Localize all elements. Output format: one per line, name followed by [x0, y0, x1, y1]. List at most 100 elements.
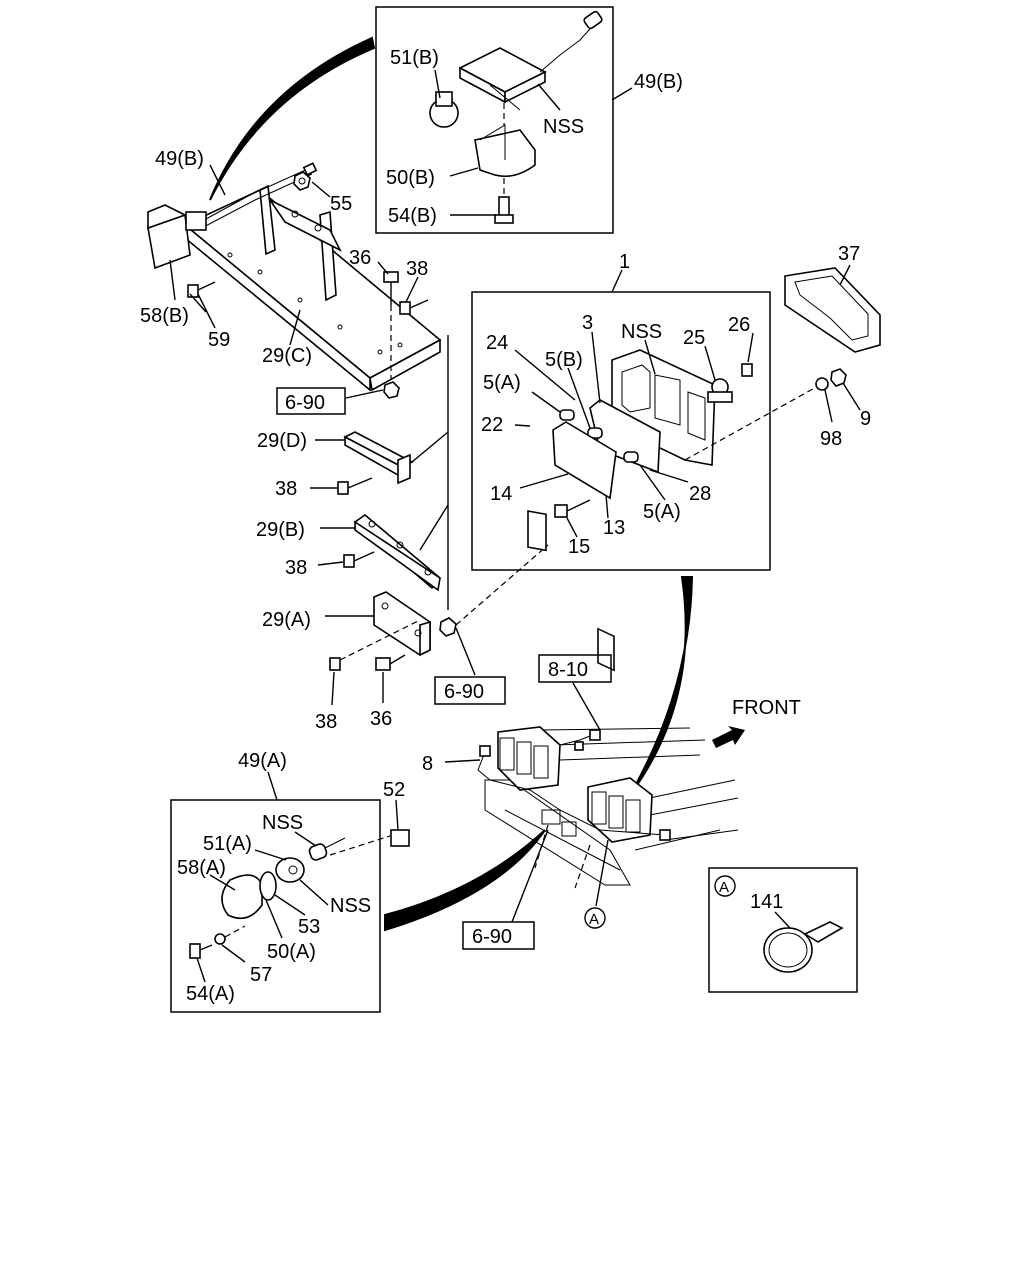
label-52: 52 [383, 779, 405, 801]
inset-a: A 141 [708, 867, 858, 993]
label-1: 1 [619, 251, 630, 273]
label-13: 13 [603, 517, 625, 539]
nut-29a [439, 617, 457, 637]
rear-lamp-left [497, 726, 561, 791]
ref-box-6-90-b[interactable] [434, 676, 506, 705]
label-15: 15 [568, 536, 590, 558]
label-nss-a1: NSS [262, 812, 303, 834]
label-38-b: 38 [285, 557, 307, 579]
label-53: 53 [298, 916, 320, 938]
label-29c: 29(C) [262, 345, 312, 367]
label-3: 3 [582, 312, 593, 334]
label-nss-lamp: NSS [621, 321, 662, 343]
lamp-37 [784, 267, 881, 353]
side-lamp-37: 37 98 9 [784, 243, 881, 450]
ref-6-90-b[interactable]: 6-90 [444, 681, 484, 703]
label-29b: 29(B) [256, 519, 305, 541]
label-8: 8 [422, 753, 433, 775]
connector-52-body [390, 829, 410, 847]
pad-13 [597, 627, 615, 672]
label-59: 59 [208, 329, 230, 351]
label-49a: 49(A) [238, 750, 287, 772]
label-5a-1: 5(A) [483, 372, 521, 394]
label-front: FRONT [732, 697, 801, 719]
label-50b: 50(B) [386, 167, 435, 189]
bolt-38-b [343, 554, 355, 568]
label-26: 26 [728, 314, 750, 336]
label-55: 55 [330, 193, 352, 215]
label-54b: 54(B) [388, 205, 437, 227]
label-98: 98 [820, 428, 842, 450]
inset-a-frame [708, 867, 858, 993]
pad-22 [527, 510, 547, 552]
bolt-36-top [383, 271, 399, 283]
bulb-5a-2 [623, 451, 639, 463]
vehicle-rear: FRONT 8 8-10 6-90 A [422, 654, 801, 950]
bulb-50a [259, 871, 277, 901]
label-36-a: 36 [370, 708, 392, 730]
label-51b: 51(B) [390, 47, 439, 69]
label-141: 141 [750, 891, 783, 913]
inset-49b-frame [375, 6, 614, 234]
wire-plug-49b [583, 10, 603, 30]
label-29d: 29(D) [257, 430, 307, 452]
ref-box-8-10[interactable] [538, 654, 612, 683]
callout-a-circle [584, 907, 606, 929]
ref-box-6-90-c[interactable] [462, 921, 535, 950]
label-5b: 5(B) [545, 349, 583, 371]
label-38-top: 38 [406, 258, 428, 280]
label-57: 57 [250, 964, 272, 986]
socket-nss-a [308, 843, 328, 861]
bulb-5b [587, 427, 603, 439]
label-5a-2: 5(A) [643, 501, 681, 523]
bolt-38-a [329, 657, 341, 671]
label-22: 22 [481, 414, 503, 436]
curve-arrow-49a [384, 829, 546, 932]
label-nss-a2: NSS [330, 895, 371, 917]
ring-53 [275, 857, 305, 883]
label-49b-inset: 49(B) [634, 71, 683, 93]
reflector-14 [552, 421, 617, 500]
lamp-58a [221, 874, 263, 920]
label-49b-top: 49(B) [155, 148, 204, 170]
bolt-38-d [337, 481, 349, 495]
label-37: 37 [838, 243, 860, 265]
inset-49b: 51(B) NSS 50(B) 54(B) 49(B) [375, 6, 683, 234]
screw-15 [554, 504, 568, 518]
lamp-assembly-frame [471, 291, 771, 571]
lamp-assembly-1: 1 3 NSS 25 26 24 5(B) 5(A) 22 14 13 15 5… [471, 251, 821, 672]
ref-6-90-c[interactable]: 6-90 [472, 926, 512, 948]
label-38-a: 38 [315, 711, 337, 733]
label-nss-inset-b: NSS [543, 116, 584, 138]
nut-9 [830, 368, 847, 387]
ref-6-90-a[interactable]: 6-90 [285, 392, 325, 414]
rear-lamp-right [587, 777, 653, 843]
label-58a: 58(A) [177, 857, 226, 879]
bolt-38-top [399, 301, 411, 315]
label-24: 24 [486, 332, 508, 354]
ref-8-10[interactable]: 8-10 [548, 659, 588, 681]
connector-8-10 [589, 729, 601, 741]
connector-52: 52 [383, 779, 410, 847]
label-38-d: 38 [275, 478, 297, 500]
label-54a: 54(A) [186, 983, 235, 1005]
screw-59 [187, 284, 199, 298]
label-50a: 50(A) [267, 941, 316, 963]
brackets-29-abd: 29(D) 38 29(B) 38 29(A) 38 36 6-90 [256, 430, 549, 733]
ref-box-6-90-a[interactable] [276, 387, 346, 415]
inset-49a: 49(A) NSS 51(A) 58(A) NSS 53 50(A) 57 54… [170, 750, 391, 1013]
clamp-141 [763, 927, 813, 973]
screw-26 [741, 363, 753, 377]
washer-98 [815, 377, 829, 391]
inset-49a-frame [170, 799, 381, 1013]
label-14: 14 [490, 483, 512, 505]
inset-a-tag: A [719, 879, 729, 896]
front-arrow-icon [712, 726, 745, 748]
curve-arrow-49b [209, 36, 376, 201]
bulb-5a-1 [559, 409, 575, 421]
connector-8 [479, 745, 491, 757]
screw-54a [189, 943, 201, 959]
bolt-36-a [375, 657, 391, 671]
label-58b: 58(B) [140, 305, 189, 327]
